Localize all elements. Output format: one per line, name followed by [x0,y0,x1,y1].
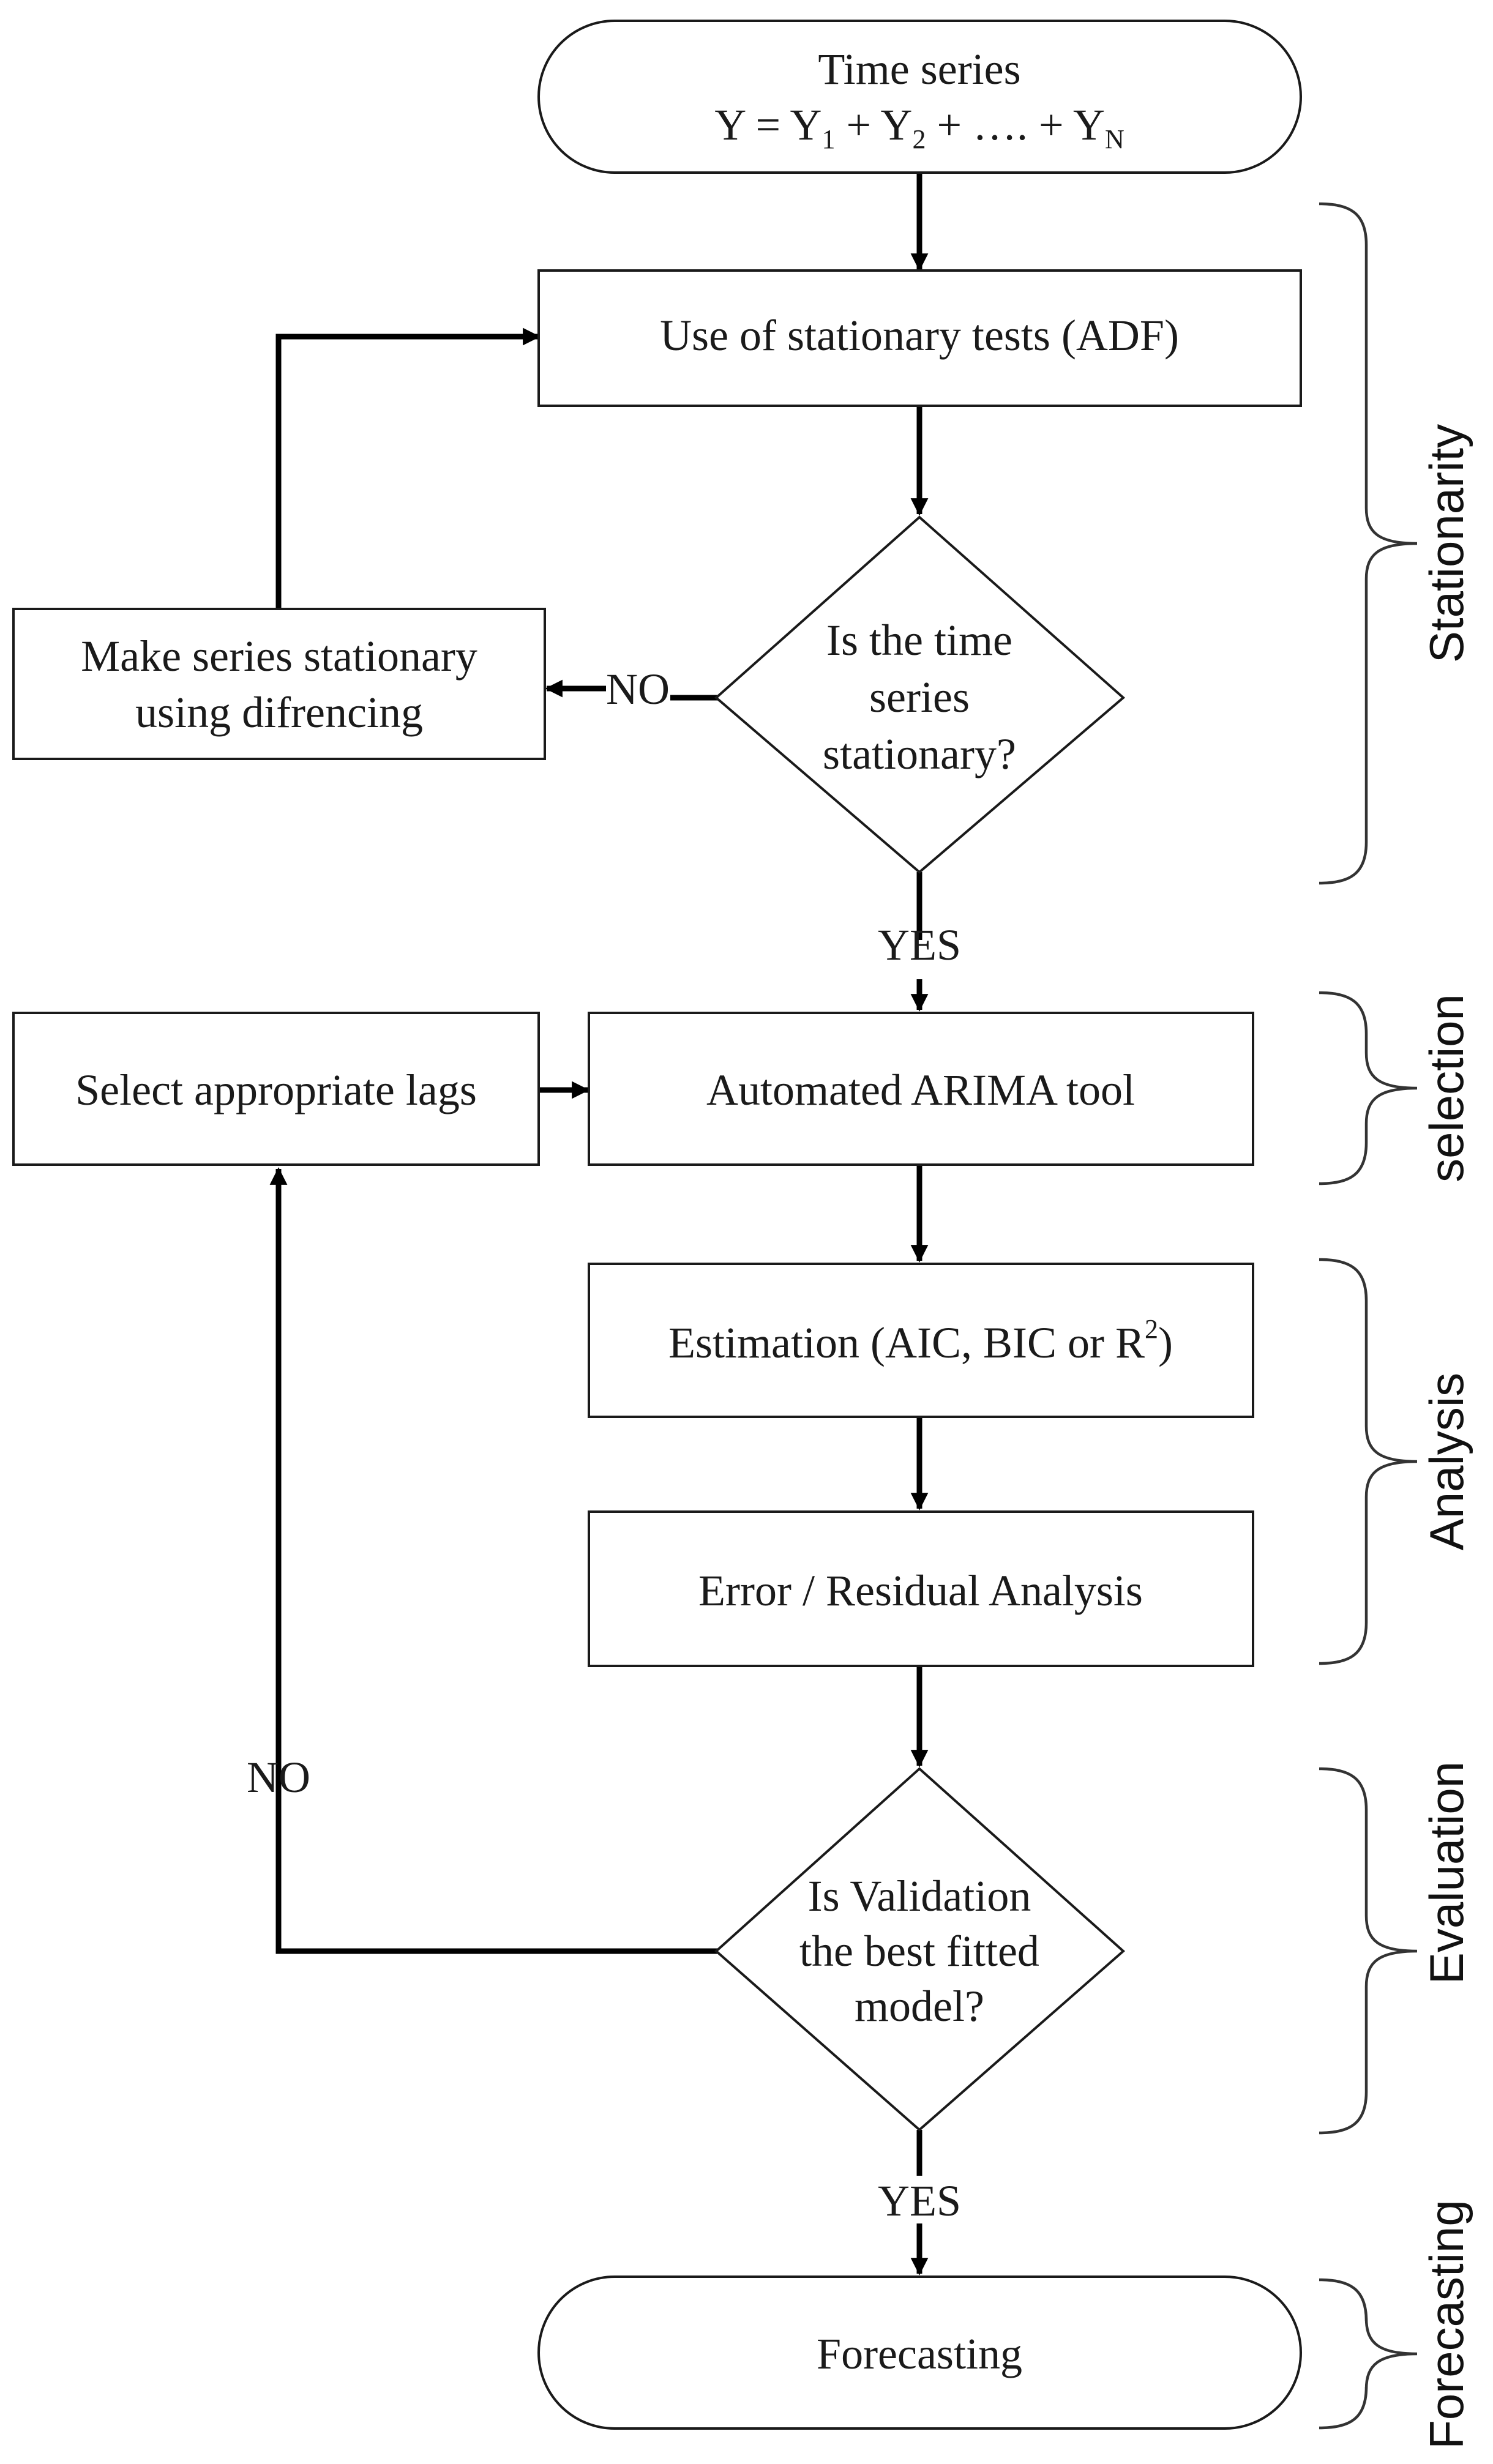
node-differencing: Make series stationary using difrencing [12,608,546,760]
differencing-line1: Make series stationary [81,632,477,681]
phase-label-stationarity: Stationarity [1420,424,1473,663]
start-line1: Time series [818,45,1020,94]
decision-stationary-line2: series [869,673,970,722]
label-yes-validation: YES [878,2176,961,2225]
node-decision-validation: Is Validation the best fitted model? [714,1767,1126,2132]
decision-validation-line3: model? [855,1982,984,2031]
select-lags-box [12,1012,540,1166]
start-terminator [537,20,1302,174]
residual-box [588,1510,1254,1667]
decision-validation-line1: Is Validation [808,1872,1031,1921]
decision-validation-diamond [714,1767,1126,2132]
phase-label-forecasting: Forecasting [1420,2200,1473,2449]
brace-selection [1319,991,1418,1185]
node-decision-stationary: Is the time series stationary? [714,515,1126,874]
phase-label-analysis: Analysis [1420,1373,1473,1550]
differencing-line2: using difrencing [135,688,423,737]
node-start: Time series Y = Y1 + Y2 + …. + YN [537,20,1302,174]
node-residual: Error / Residual Analysis [588,1510,1254,1667]
brace-analysis [1319,1258,1418,1665]
label-no-validation: NO [247,1753,310,1802]
node-end: Forecasting [537,2275,1302,2430]
decision-stationary-diamond [714,515,1126,874]
brace-forecasting [1319,2278,1418,2430]
select-lags-label: Select appropriate lags [75,1066,477,1114]
stationary-test-box [537,269,1302,407]
estimation-label: Estimation (AIC, BIC or R2) [668,1314,1173,1367]
brace-evaluation [1319,1767,1418,2135]
label-yes-stationary: YES [878,920,961,969]
start-formula: Y = Y1 + Y2 + …. + YN [714,100,1124,154]
estimation-box [588,1263,1254,1418]
differencing-box [12,608,546,760]
stationary-test-label: Use of stationary tests (ADF) [660,311,1179,360]
edge-differencing-loop-to-test [275,327,541,609]
node-estimation: Estimation (AIC, BIC or R2) [588,1263,1254,1418]
phase-label-evaluation: Evaluation [1420,1761,1473,1984]
arima-label: Automated ARIMA tool [706,1066,1135,1114]
arima-box [588,1012,1254,1166]
label-no-stationary: NO [606,665,670,714]
decision-stationary-line1: Is the time [826,616,1012,665]
end-terminator [537,2275,1302,2430]
phase-label-selection: selection [1420,994,1473,1182]
node-stationary-test: Use of stationary tests (ADF) [537,269,1302,407]
decision-stationary-line3: stationary? [823,730,1016,778]
residual-label: Error / Residual Analysis [698,1566,1143,1615]
end-label: Forecasting [817,2329,1022,2378]
node-select-lags: Select appropriate lags [12,1012,540,1166]
brace-stationarity [1319,202,1418,885]
decision-validation-line2: the best fitted [799,1927,1039,1976]
edge-no-validation-loop-to-lags [269,1167,717,1954]
node-arima: Automated ARIMA tool [588,1012,1254,1166]
